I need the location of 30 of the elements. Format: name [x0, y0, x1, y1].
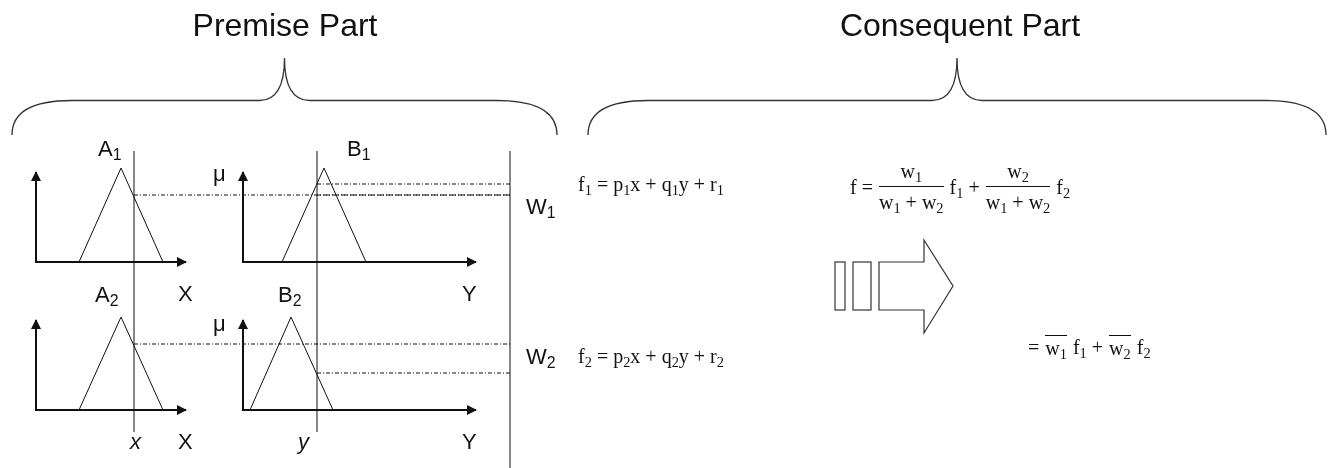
- symbol-label: W$_{1}$: [526, 195, 556, 220]
- section-heading: Premise Part: [192, 8, 378, 44]
- symbol-label: μ: [213, 162, 226, 187]
- symbol-label: B$_{2}$: [278, 283, 302, 308]
- variable-label: x: [130, 430, 141, 455]
- variable-label: y: [298, 430, 309, 455]
- symbol-label: B$_{1}$: [347, 137, 371, 162]
- formula-term: f$_{2}$: [1136, 336, 1151, 358]
- formula-term: f$_{1}$ +: [949, 175, 980, 198]
- fraction-denominator: w$_{1}$ + w$_{2}$: [878, 191, 944, 213]
- formula-term: f =: [850, 175, 873, 198]
- fraction-denominator: w$_{1}$ + w$_{2}$: [985, 191, 1051, 213]
- formula-term: f$_{2}$: [1056, 175, 1071, 198]
- fraction-numerator: w$_{2}$: [1007, 160, 1029, 182]
- symbol-label: Y: [462, 282, 477, 307]
- formula-term: =: [1028, 336, 1040, 358]
- symbol-label: W$_{2}$: [526, 345, 556, 370]
- symbol-label: μ: [213, 312, 226, 337]
- formula-term: f$_{1}$ +: [1072, 336, 1104, 358]
- symbol-label: Y: [462, 430, 477, 455]
- overlined-term: w$_{2}$: [1109, 335, 1131, 359]
- symbol-label: A$_{2}$: [95, 283, 119, 308]
- symbol-label: X: [178, 430, 193, 455]
- equation: f$_{1}$ = p$_{1}$x + q$_{1}$y + r$_{1}$: [578, 173, 724, 195]
- symbol-label: A$_{1}$: [98, 137, 122, 162]
- overlined-term: w$_{1}$: [1045, 335, 1067, 359]
- fraction-numerator: w$_{1}$: [900, 160, 923, 182]
- equation: f$_{2}$ = p$_{2}$x + q$_{2}$y + r$_{2}$: [578, 345, 724, 367]
- symbol-label: X: [178, 282, 193, 307]
- section-heading: Consequent Part: [839, 8, 1081, 44]
